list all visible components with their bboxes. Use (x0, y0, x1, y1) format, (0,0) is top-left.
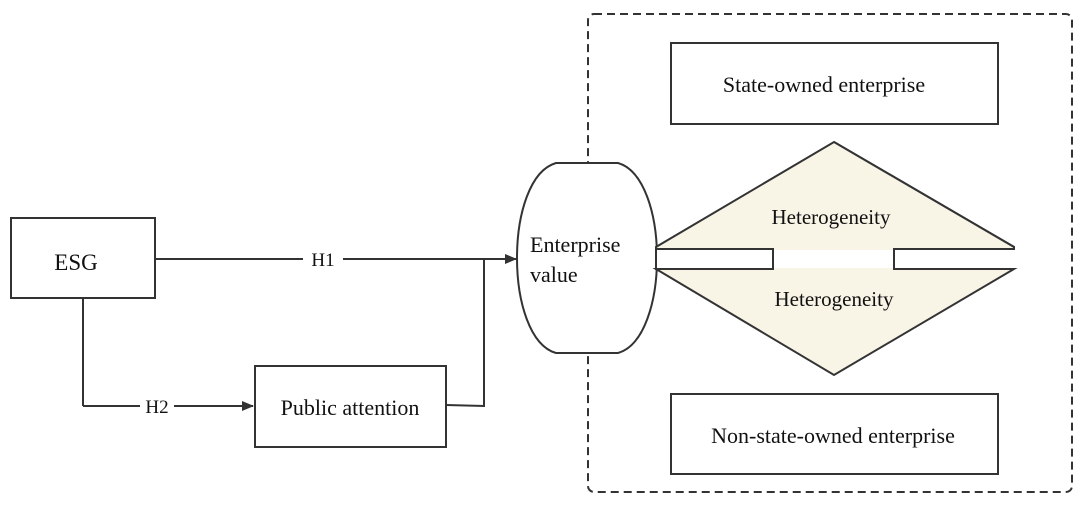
public-attention-box (254, 365, 447, 448)
heterogeneity-top-label: Heterogeneity (772, 205, 891, 229)
public-attention-label: Public attention (281, 395, 420, 420)
esg-label: ESG (54, 250, 97, 275)
enterprise-value-label-line1: Enterprise (530, 232, 620, 257)
heterogeneity-gap-right-edge (893, 248, 1014, 270)
state-owned-label: State-owned enterprise (723, 72, 925, 97)
heterogeneity-gap-left-edge (656, 248, 774, 270)
enterprise-value-node (516, 162, 658, 354)
heterogeneity-bottom-label: Heterogeneity (775, 287, 894, 311)
esg-box (10, 217, 156, 299)
h1-label: H1 (311, 250, 334, 271)
non-state-owned-box (670, 393, 999, 475)
heterogeneity-gap (657, 250, 1013, 268)
non-state-owned-label: Non-state-owned enterprise (711, 423, 955, 448)
mediation-edge (445, 259, 485, 408)
h2-label: H2 (145, 397, 168, 418)
enterprise-value-label-line2: value (530, 262, 578, 287)
state-owned-box (670, 42, 999, 125)
